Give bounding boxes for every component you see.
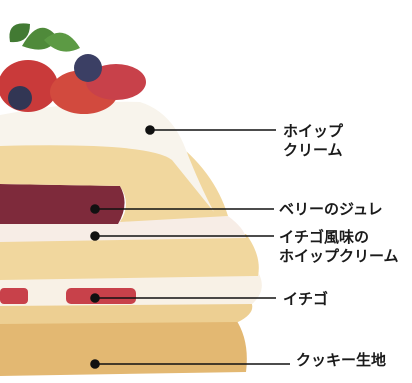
cookie-base-layer [0,318,247,376]
label-strawberry-cream-line1: イチゴ風味の [279,228,370,246]
label-strawberry: イチゴ [283,290,329,308]
blueberry [8,86,32,110]
label-strawberry-cream-line2: ホイップクリーム [279,247,399,265]
blueberry [74,54,102,82]
middle-sponge-layer [0,234,259,280]
strawberry-slice [0,288,28,304]
leader-dot [90,359,100,369]
leader-dot [90,293,100,303]
leader-dot [90,231,100,241]
label-cookie-base: クッキー生地 [296,351,387,369]
leader-dot [90,204,100,214]
label-whipped-cream: ホイップ クリーム [283,122,343,160]
label-whipped-cream-line1: ホイップ [283,122,344,140]
label-strawberry-cream: イチゴ風味の ホイップクリーム [279,228,399,266]
mint-leaf [44,32,80,52]
label-whipped-cream-line2: クリーム [283,141,343,159]
mint-leaf [9,23,30,43]
label-berry-jelly: ベリーのジュレ [279,200,383,218]
leader-dot [145,125,155,135]
berry-jelly-layer [0,184,125,224]
lower-sponge-layer [0,300,253,324]
leader-lines [90,125,290,369]
strawberry-slice [66,288,136,304]
